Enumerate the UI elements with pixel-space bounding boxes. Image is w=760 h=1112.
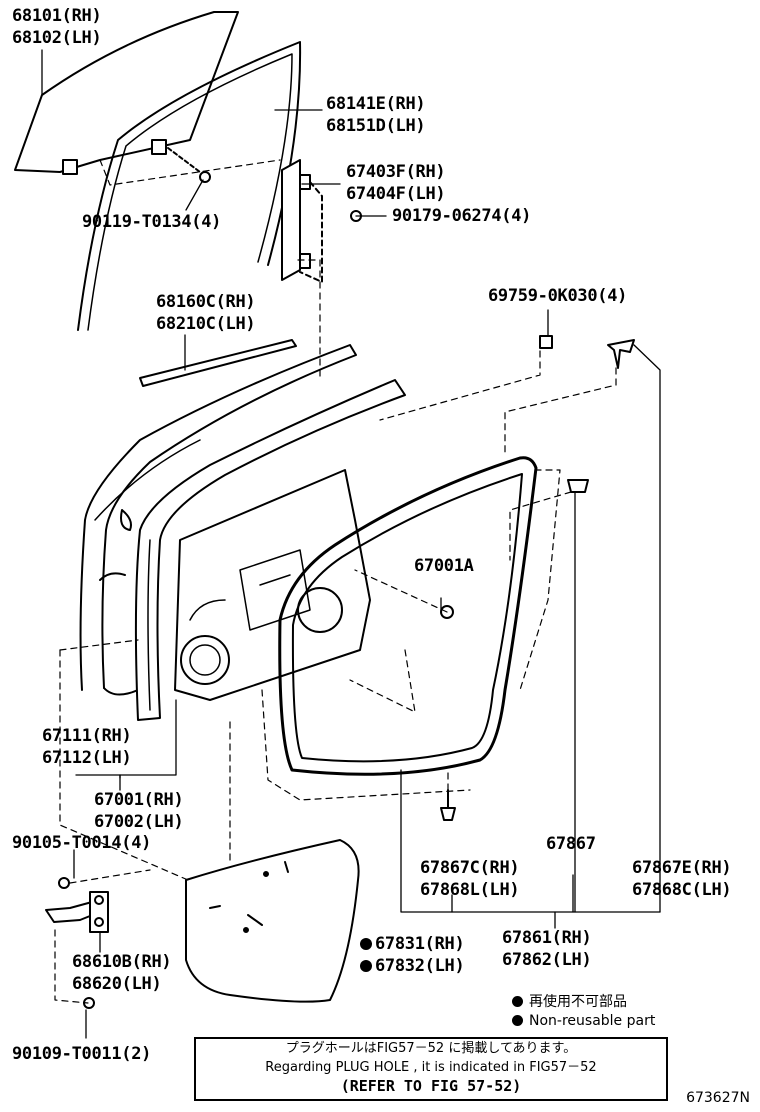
note-jp: プラグホールはFIG57－52 に掲載してあります。 [285, 1041, 577, 1056]
label-clip-b-lh: 67868L(LH) [420, 880, 520, 900]
label-glass-lh: 68102(LH) [12, 28, 102, 48]
glass-bolt [167, 147, 211, 183]
clip-67867C [440, 789, 456, 821]
label-door-lh: 67002(LH) [94, 812, 184, 832]
label-clip-a: 67867 [546, 834, 596, 854]
dashed-lines [54, 159, 617, 1004]
label-check-bolt: 90109-T0011(2) [12, 1044, 152, 1064]
legend-jp-text: 再使用不可部品 [529, 994, 627, 1010]
label-cover-rh: 67831(RH) [375, 934, 465, 954]
label-glass-rh: 68101(RH) [12, 6, 102, 26]
glass-run [77, 41, 302, 331]
label-hinge-cover-rh: 67111(RH) [42, 726, 132, 746]
label-weatherstrip-door-rh: 67861(RH) [502, 928, 592, 948]
door-check [45, 891, 109, 933]
door-inner-panel [134, 379, 406, 721]
note-en: Regarding PLUG HOLE , it is indicated in… [265, 1060, 597, 1075]
label-channel-lh: 67404F(LH) [346, 184, 446, 204]
legend-en: Non-reusable part [512, 1013, 655, 1029]
hinge-bolt [58, 877, 70, 889]
door-channel [281, 159, 323, 283]
label-clip-top: 69759-0K030(4) [488, 286, 628, 306]
legend-en-text: Non-reusable part [529, 1013, 656, 1029]
label-hinge-bolt: 90105-T0014(4) [12, 833, 152, 853]
label-run-rh: 68141E(RH) [326, 94, 426, 114]
label-clip-b-rh: 67867C(RH) [420, 858, 520, 878]
service-hole-cover [185, 839, 360, 1003]
label-weatherstrip-door-lh: 67862(LH) [502, 950, 592, 970]
plug-hole-note: プラグホールはFIG57－52 に掲載してあります。 Regarding PLU… [194, 1037, 668, 1101]
label-clip-c-rh: 67867E(RH) [632, 858, 732, 878]
non-reusable-dot [360, 960, 372, 972]
label-clip-c-lh: 67868C(LH) [632, 880, 732, 900]
outer-weatherstrip [139, 339, 297, 387]
door-glass [14, 11, 239, 175]
clip-top-69759 [539, 335, 553, 349]
non-reusable-dot [512, 996, 523, 1007]
label-cover-lh: 67832(LH) [375, 956, 465, 976]
label-glass-bolt: 90119-T0134(4) [82, 212, 222, 232]
non-reusable-dot [512, 1015, 523, 1026]
door-weatherstrip [278, 456, 538, 776]
label-door-rh: 67001(RH) [94, 790, 184, 810]
label-hinge-cover-lh: 67112(LH) [42, 748, 132, 768]
clip-67867E [607, 339, 635, 369]
label-weatherstrip-rh: 68160C(RH) [156, 292, 256, 312]
label-door-check-lh: 68620(LH) [72, 974, 162, 994]
label-run-lh: 68151D(LH) [326, 116, 426, 136]
note-refer: (REFER TO FIG 57-52) [340, 1077, 522, 1095]
non-reusable-dot [360, 938, 372, 950]
label-channel-nut: 90179-06274(4) [392, 206, 532, 226]
leader-lines [41, 49, 661, 1039]
label-door-check-rh: 68610B(RH) [72, 952, 172, 972]
label-weatherstrip-lh: 68210C(LH) [156, 314, 256, 334]
drawing-id: 673627N [686, 1090, 750, 1106]
door-outer-panel [79, 344, 357, 696]
clip-67867 [567, 479, 589, 493]
legend-jp: 再使用不可部品 [512, 991, 627, 1011]
label-channel-rh: 67403F(RH) [346, 162, 446, 182]
label-plug: 67001A [414, 556, 474, 576]
